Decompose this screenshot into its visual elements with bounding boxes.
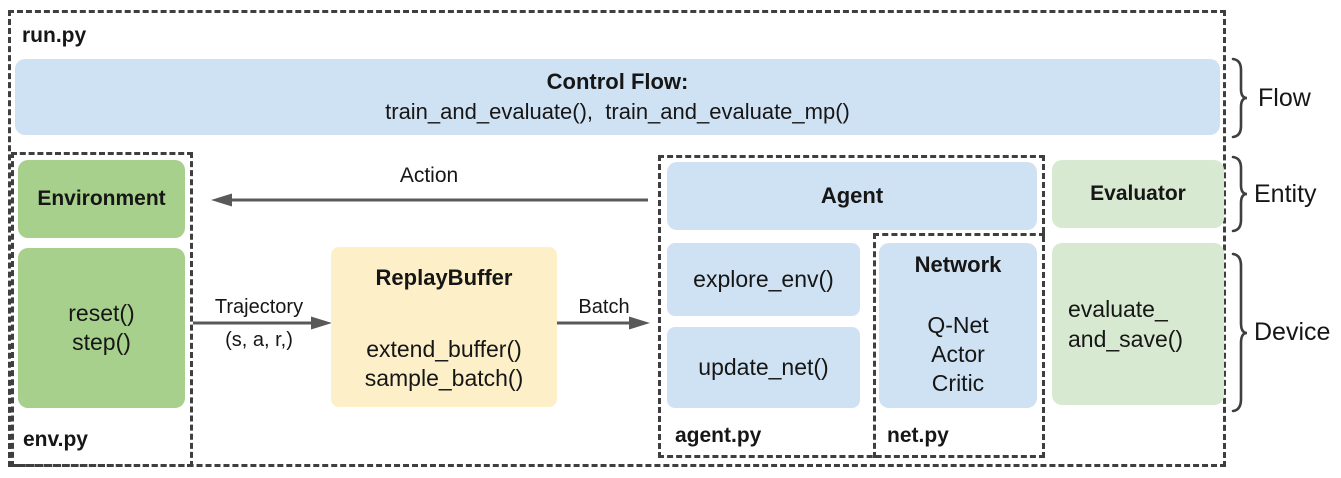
trajectory-arrow [193, 316, 332, 330]
evaluator-box: Evaluator [1052, 160, 1224, 228]
batch-arrow [557, 316, 650, 330]
entity-brace-label: Entity [1254, 180, 1317, 208]
run-module-label: run.py [22, 24, 87, 47]
device-brace [1231, 252, 1248, 413]
replay-buffer-box: ReplayBuffer extend_buffer() sample_batc… [331, 247, 557, 407]
action-arrow-label: Action [399, 164, 459, 187]
evaluate-save-line2: and_save() [1068, 326, 1184, 352]
device-brace-label: Device [1254, 318, 1331, 346]
evaluator-label: Evaluator [1090, 182, 1186, 205]
agent-module-label: agent.py [675, 424, 762, 447]
environment-label: Environment [37, 187, 166, 210]
net-module-box [873, 233, 1045, 458]
update-net-label: update_net() [698, 354, 829, 380]
environment-box: Environment [18, 160, 185, 238]
replay-buffer-method-sample: sample_batch() [364, 365, 524, 391]
env-method-step: step() [72, 329, 131, 355]
flow-brace-label: Flow [1258, 84, 1311, 112]
trajectory-arrow-label: Trajectory [214, 296, 304, 318]
network-item-actor: Actor [931, 341, 985, 367]
entity-brace [1231, 155, 1248, 233]
env-module-label: env.py [23, 428, 88, 451]
env-method-reset: reset() [68, 300, 135, 326]
explore-env-label: explore_env() [693, 266, 834, 292]
env-module-box [11, 152, 193, 467]
update-net-box: update_net() [667, 327, 860, 408]
explore-env-box: explore_env() [667, 243, 860, 316]
network-box: Network Q-Net Actor Critic [879, 243, 1037, 408]
control-flow-functions: train_and_evaluate(), train_and_evaluate… [385, 99, 850, 124]
batch-arrow-label: Batch [578, 296, 630, 318]
evaluate-save-box: evaluate_ and_save() [1052, 243, 1224, 405]
agent-module-box [658, 155, 1045, 458]
replay-buffer-method-extend: extend_buffer() [366, 336, 522, 362]
network-item-critic: Critic [931, 370, 985, 396]
run-module-box [8, 10, 1226, 467]
network-title: Network [914, 252, 1002, 277]
trajectory-arrow-sublabel: (s, a, r,) [225, 329, 293, 351]
evaluate-save-line1: evaluate_ [1068, 296, 1168, 322]
action-arrow [211, 193, 648, 207]
network-item-qnet: Q-Net [927, 312, 989, 338]
control-flow-title: Control Flow: [546, 69, 689, 94]
flow-brace [1231, 57, 1248, 139]
control-flow-banner: Control Flow: train_and_evaluate(), trai… [15, 59, 1220, 135]
agent-box: Agent [667, 162, 1037, 230]
replay-buffer-title: ReplayBuffer [375, 265, 513, 290]
net-module-label: net.py [887, 424, 949, 447]
env-methods-box: reset() step() [18, 248, 185, 408]
agent-label: Agent [820, 183, 884, 208]
